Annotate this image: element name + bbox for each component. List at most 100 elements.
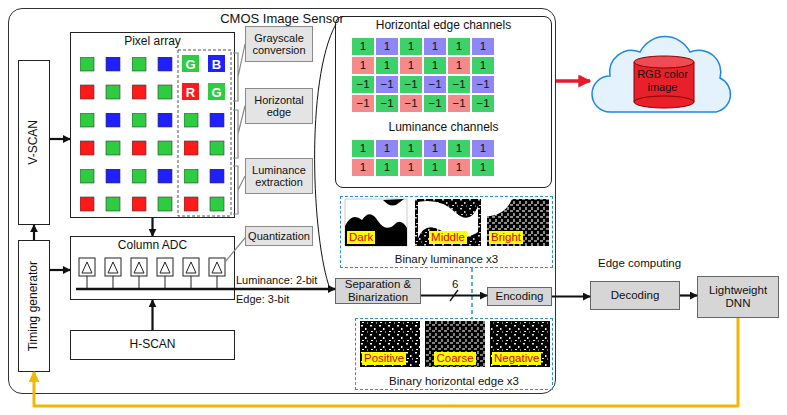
node-label: Middle: [429, 231, 467, 244]
channel-cell: −1: [448, 76, 470, 93]
channel-cell: 1: [472, 38, 494, 55]
scan-block: V-SCAN: [18, 60, 50, 225]
channel-cell: 1: [448, 159, 470, 176]
edge-label: 6: [452, 278, 458, 290]
connector-arrow: [552, 295, 590, 297]
channel-cell: 1: [376, 140, 398, 157]
channel-cell: 1: [424, 57, 446, 74]
channel-cell: 1: [352, 159, 374, 176]
node-label: Column ADC: [118, 239, 187, 253]
channel-cell: −1: [472, 95, 494, 112]
node-label: Encoding: [496, 290, 544, 303]
image-blob: [487, 199, 512, 216]
section-label: Edge computing: [598, 257, 681, 269]
node-label: Binary horizontal edge x3: [389, 375, 519, 388]
channel-cell: 1: [352, 38, 374, 55]
node-label: Quantization: [248, 230, 310, 242]
channel-cell: −1: [376, 95, 398, 112]
channel-cell: −1: [448, 95, 470, 112]
connector-arrow: [421, 294, 487, 296]
channel-cell: −1: [472, 76, 494, 93]
node-label: Decoding: [611, 289, 660, 302]
channel-cell: 1: [448, 140, 470, 157]
node-label: Negative: [492, 352, 541, 365]
channel-cell: −1: [352, 76, 374, 93]
image-blob: [345, 214, 407, 246]
image-speckle: [490, 321, 550, 367]
image-blob: [383, 199, 404, 206]
output-bus: [76, 288, 235, 291]
channel-cell: 1: [472, 159, 494, 176]
cylinder-side: [634, 62, 635, 102]
process-box: Lightweight DNN: [697, 276, 779, 318]
cylinder-bottom: [634, 96, 694, 108]
connector-arrow: [235, 288, 335, 291]
bus-width-label: Edge: 3-bit: [236, 293, 289, 305]
binary-image-art: [415, 199, 481, 246]
node-label: Pixel array: [124, 35, 181, 49]
image-speckle: [415, 199, 481, 246]
channel-cell: −1: [424, 95, 446, 112]
channel-cell: 1: [376, 57, 398, 74]
channel-cell: −1: [400, 76, 422, 93]
channel-cell: −1: [352, 95, 374, 112]
callout-box: Grayscale conversion: [245, 26, 313, 62]
bayer-pixels: [184, 113, 234, 217]
channel-cell: −1: [376, 76, 398, 93]
process-box: Encoding: [487, 287, 552, 306]
channel-cell: 1: [472, 57, 494, 74]
connector-arrow: [33, 225, 35, 240]
process-box: Decoding: [590, 281, 680, 310]
connector-arrow: [680, 294, 697, 296]
channel-cell: 1: [400, 159, 422, 176]
channel-cell: 1: [352, 140, 374, 157]
binary-image-art: [360, 321, 420, 367]
timing-block: Timing generator: [18, 240, 50, 372]
node-label: Timing generator: [27, 261, 41, 351]
channel-cell: 1: [400, 140, 422, 157]
node-label: Horizontal edge: [246, 94, 312, 118]
node-label: Coarse: [434, 352, 475, 365]
node-label: Horizontal edge channels: [376, 19, 511, 33]
node-label: Bright: [489, 231, 523, 244]
node-label: RGB color image: [633, 68, 693, 93]
cylinder-side: [694, 62, 695, 102]
callout-box: Quantization: [245, 226, 313, 246]
channel-cell: 1: [376, 159, 398, 176]
node-label: Grayscale conversion: [246, 32, 312, 56]
channel-cell: 1: [400, 57, 422, 74]
channel-cell: 1: [352, 57, 374, 74]
connector-arrow: [50, 269, 70, 271]
connector-arrow: [556, 79, 590, 83]
channel-cell: 1: [400, 38, 422, 55]
node-label: Dark: [347, 231, 375, 244]
binary-image-art: [487, 199, 549, 246]
node-label: Positive: [362, 352, 406, 365]
bus-width-label: Luminance: 2-bit: [236, 274, 317, 286]
binary-image-art: [490, 321, 550, 367]
channel-cell: 1: [448, 57, 470, 74]
scan-block: H-SCAN: [70, 330, 235, 360]
callout-box: Luminance extraction: [245, 158, 313, 194]
pixel-color-letter: G: [207, 82, 226, 101]
image-speckle: [487, 199, 549, 246]
node-label: Binary luminance x3: [395, 253, 499, 266]
channel-cell: −1: [424, 76, 446, 93]
cloud-outline: [592, 37, 730, 112]
image-speckle: [360, 321, 420, 367]
channel-cell: 1: [448, 38, 470, 55]
pixel-color-letter: R: [181, 82, 200, 101]
channel-cell: 1: [424, 159, 446, 176]
channel-cell: 1: [424, 38, 446, 55]
node-label: Luminance extraction: [246, 164, 312, 188]
process-box: Separation & Binarization: [335, 278, 421, 304]
node-label: Separation & Binarization: [336, 278, 420, 303]
bayer-pixels: [80, 57, 180, 217]
channel-cell: 1: [376, 38, 398, 55]
connector-arrow: [151, 300, 153, 330]
leader-line: [471, 268, 473, 318]
binary-image-art: [345, 199, 407, 246]
channel-cell: 1: [424, 140, 446, 157]
node-label: H-SCAN: [129, 338, 175, 352]
